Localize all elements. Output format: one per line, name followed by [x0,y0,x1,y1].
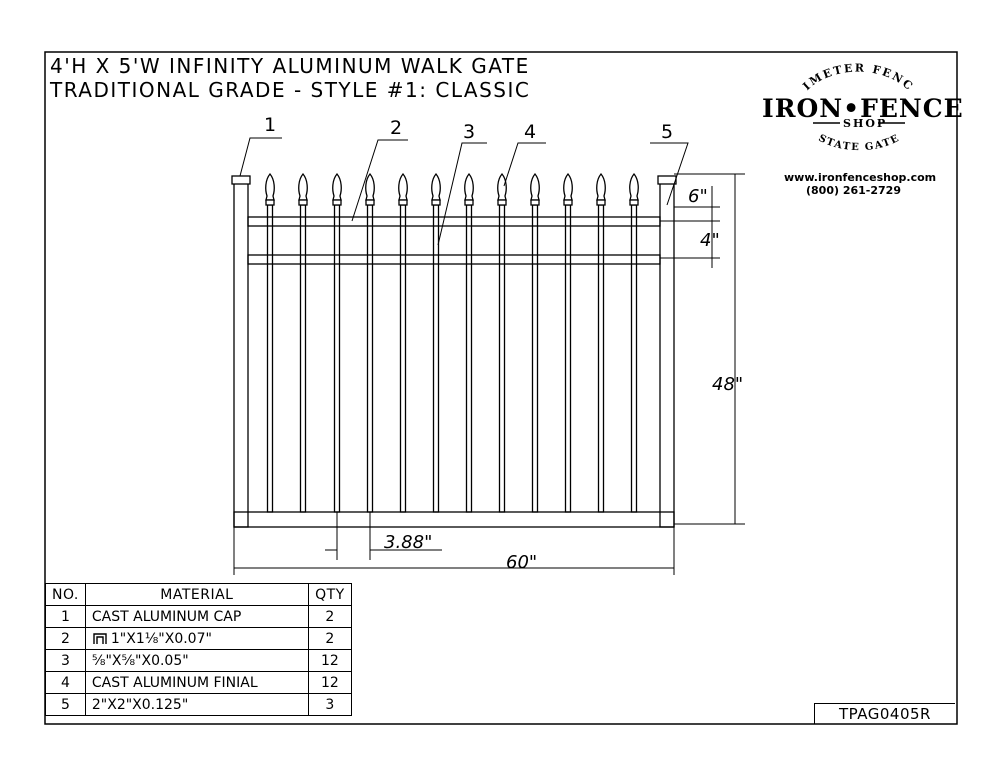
bom-header-no: NO. [45,583,86,606]
drawing-title-line2: TRADITIONAL GRADE - STYLE #1: CLASSIC [50,78,531,102]
picket [266,204,274,513]
picket [630,204,638,513]
dim-width-label: 60" [506,552,538,573]
right-post [659,182,675,528]
finial [265,172,275,201]
bom-no: 4 [45,671,86,694]
bom-row: 3 ⅝"X⅝"X0.05" 12 [45,649,352,672]
finial-collar [365,199,375,206]
picket [299,204,307,513]
picket [432,204,440,513]
top-rail-lower [247,254,661,265]
bom-material: 2"X2"X0.125" [84,693,309,716]
bom-material: CAST ALUMINUM FINIAL [84,671,309,694]
logo-shop: SHOP [843,117,888,130]
finial-collar [464,199,474,206]
bom-material: ⅝"X⅝"X0.05" [84,649,309,672]
bom-material: CAST ALUMINUM CAP [84,605,309,628]
dim-rail-spacing-label: 4" [700,230,720,251]
finial-collar [398,199,408,206]
bom-qty: 12 [307,649,352,672]
bom-qty: 2 [307,605,352,628]
leader-5 [650,142,689,206]
picket [333,204,341,513]
bom-material-cell: 1"X1⅛"X0.07" [84,627,309,650]
bom-no: 3 [45,649,86,672]
finial [596,172,606,201]
sheet-border [44,51,958,725]
gate-elevation [231,172,677,528]
finial [332,172,342,201]
bom-qty: 2 [307,627,352,650]
finial [298,172,308,201]
finial [464,172,474,201]
finial [629,172,639,201]
dim-picket-spacing-label: 3.88" [384,532,433,553]
dim-height-label: 48" [712,374,744,395]
bom-qty: 12 [307,671,352,694]
post-cap-right [657,175,677,185]
finial-collar [629,199,639,206]
finial-collar [265,199,275,206]
bom-header-qty: QTY [307,583,352,606]
bom-row: 1 CAST ALUMINUM CAP 2 [45,605,352,628]
finial-collar [298,199,308,206]
channel-icon [93,632,107,644]
finial [497,172,507,201]
picket [465,204,473,513]
finial-collar [431,199,441,206]
finial-collar [530,199,540,206]
callout-3: 3 [463,121,476,143]
picket [531,204,539,513]
dimension-lines [233,173,745,575]
bom-no: 5 [45,693,86,716]
left-post [233,182,249,528]
finial [431,172,441,201]
bom-material: 1"X1⅛"X0.07" [110,630,212,647]
callout-leaders [239,137,689,246]
finial [530,172,540,201]
finial-collar [497,199,507,206]
bom-header-material: MATERIAL [84,583,309,606]
bom-header-row: NO. MATERIAL QTY [45,583,352,606]
picket [498,204,506,513]
dim-top-gap-label: 6" [688,186,708,207]
callout-5: 5 [661,121,674,143]
callout-2: 2 [390,117,403,139]
bill-of-materials: NO. MATERIAL QTY 1 CAST ALUMINUM CAP 2 2… [45,583,352,716]
leader-4 [503,142,546,187]
finial [398,172,408,201]
picket [399,204,407,513]
callout-1: 1 [264,114,277,136]
bom-qty: 3 [307,693,352,716]
callout-4: 4 [524,121,537,143]
finial-collar [596,199,606,206]
logo-wordmark: IRON•FENCE [762,94,964,123]
post-cap-left [231,175,251,185]
bom-row: 2 1"X1⅛"X0.07" 2 [45,627,352,650]
logo-phone: (800) 261-2729 [806,184,901,197]
leader-3 [437,142,487,246]
finial-collar [332,199,342,206]
picket [564,204,572,513]
bom-row: 4 CAST ALUMINUM FINIAL 12 [45,671,352,694]
leader-1 [239,137,282,177]
picket [597,204,605,513]
picket [366,204,374,513]
bom-no: 1 [45,605,86,628]
finial-collar [563,199,573,206]
bom-no: 2 [45,627,86,650]
finial [563,172,573,201]
leader-2 [351,139,408,222]
bottom-rail [233,511,675,528]
logo-website: www.ironfenceshop.com [784,171,937,184]
drawing-title-line1: 4'H X 5'W INFINITY ALUMINUM WALK GATE [50,54,530,78]
finial [365,172,375,201]
bom-row: 5 2"X2"X0.125" 3 [45,693,352,716]
drawing-number: TPAG0405R [814,703,955,724]
